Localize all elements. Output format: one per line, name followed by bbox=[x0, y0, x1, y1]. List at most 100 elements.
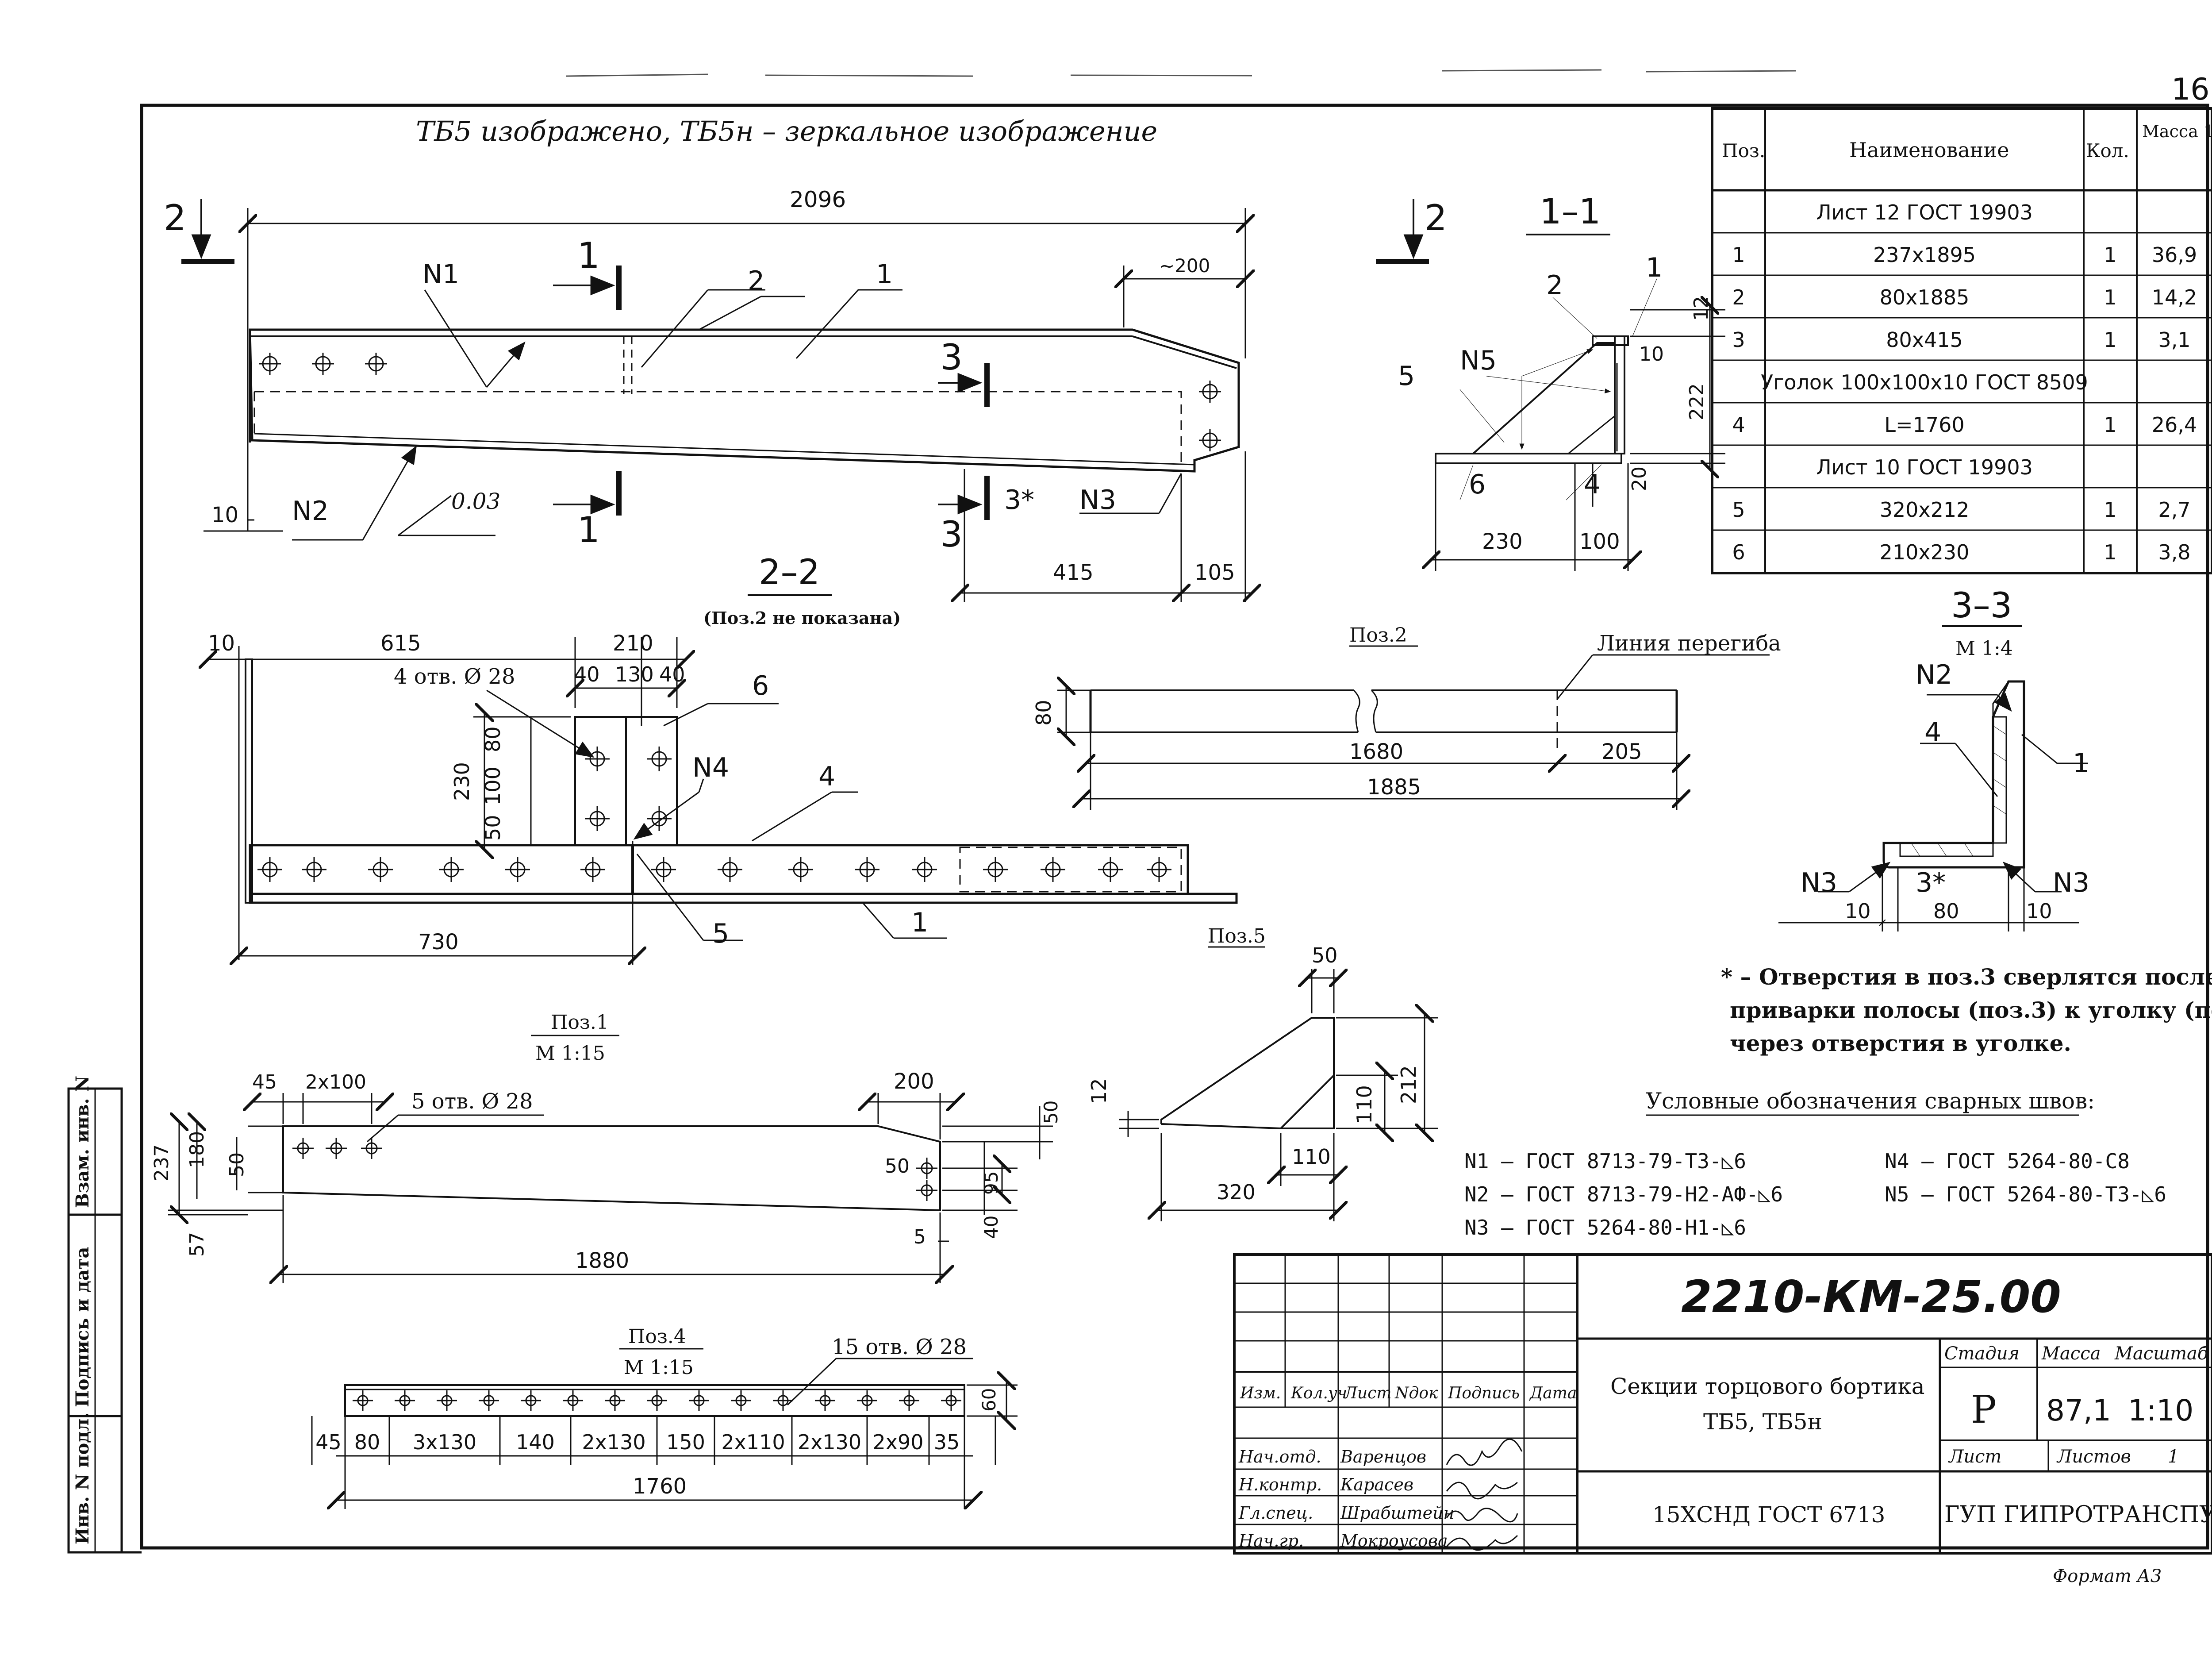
weld-n3-label: N3 bbox=[1079, 485, 1116, 516]
notes: * – Отверстия в поз.3 сверлятся после пр… bbox=[1721, 964, 2212, 1056]
angle-hole bbox=[815, 1390, 835, 1411]
dim-200: ~200 bbox=[1159, 255, 1210, 277]
cut1-label-top: 1 bbox=[577, 235, 600, 276]
spec-cell-qty: 1 bbox=[2104, 328, 2116, 352]
pos1-d50b: 50 bbox=[885, 1155, 910, 1178]
s22-d615: 615 bbox=[380, 631, 421, 656]
tb-col-header: Изм. bbox=[1240, 1384, 1281, 1402]
s33-n2: N2 bbox=[1916, 659, 1952, 690]
angle-hole bbox=[647, 1390, 667, 1411]
tb-col-header: Подпись bbox=[1448, 1384, 1520, 1402]
s33-d10b: 10 bbox=[2026, 899, 2052, 923]
weld-n4: N4 – ГОСТ 5264-80-С8 bbox=[1885, 1149, 2130, 1173]
pos4-holes bbox=[353, 1390, 961, 1411]
sec11-n5: N5 bbox=[1460, 345, 1497, 376]
angle-hole bbox=[718, 857, 742, 882]
s22-pos1: 1 bbox=[911, 907, 928, 938]
spec-h-name: Наименование bbox=[1849, 138, 2009, 162]
pos1-d5: 5 bbox=[914, 1226, 926, 1248]
s33-n3a: N3 bbox=[1801, 867, 1837, 898]
tb-role: Н.контр. bbox=[1238, 1475, 1322, 1494]
angle-hole bbox=[651, 857, 676, 882]
tb-role: Нач.отд. bbox=[1238, 1447, 1321, 1466]
pos5-title: Поз.5 bbox=[1208, 925, 1266, 947]
s22-pos6: 6 bbox=[752, 670, 769, 701]
angle-hole bbox=[479, 1390, 499, 1411]
section-11-title: 1–1 bbox=[1540, 192, 1601, 232]
s22-n4: N4 bbox=[692, 752, 729, 783]
pos2-d1885: 1885 bbox=[1367, 775, 1421, 800]
chain-dim: 45 bbox=[315, 1430, 342, 1454]
angle-hole bbox=[439, 857, 464, 882]
angle-hole bbox=[580, 857, 605, 882]
spec-cell-mass: 3,1 bbox=[2158, 328, 2190, 352]
s33-title: 3–3 bbox=[1951, 586, 2012, 626]
tb-h-scale: Масштаб bbox=[2114, 1343, 2208, 1364]
tb-person: Варенцов bbox=[1340, 1447, 1426, 1466]
gusset-hole bbox=[585, 806, 610, 831]
cut3-label-bottom: 3 bbox=[940, 514, 963, 555]
s33-pos4: 4 bbox=[1924, 717, 1941, 748]
spec-h-qty: Кол. bbox=[2086, 140, 2129, 162]
pos5-d110h: 110 bbox=[1292, 1145, 1331, 1169]
spec-cell-qty: 1 bbox=[2104, 243, 2116, 267]
pos1-scale: М 1:15 bbox=[535, 1042, 605, 1065]
tb-col-header: Дата bbox=[1529, 1384, 1577, 1402]
tb-stage: Р bbox=[1971, 1388, 1997, 1432]
spec-cell-pos: 4 bbox=[1732, 413, 1745, 437]
weld-n3: N3 – ГОСТ 5264-80-Н1-◺6 bbox=[1464, 1216, 1746, 1239]
s22-d10: 10 bbox=[208, 631, 235, 656]
weld-n1: N1 – ГОСТ 8713-79-Т3-◺6 bbox=[1464, 1149, 1746, 1173]
spec-row: Лист 12 ГОСТ 19903 bbox=[1712, 200, 2212, 234]
sheet-frame bbox=[67, 104, 2209, 1554]
angle-hole bbox=[855, 857, 879, 882]
angle-hole bbox=[857, 1390, 877, 1411]
pos2-bend-label: Линия перегиба bbox=[1597, 631, 1781, 656]
angle-hole bbox=[788, 857, 813, 882]
cut1-label-bottom: 1 bbox=[577, 509, 600, 550]
plate-hole bbox=[292, 1138, 314, 1159]
spec-cell-pos: 5 bbox=[1732, 498, 1745, 522]
pos1-d237: 237 bbox=[150, 1144, 173, 1182]
pos2-d1680: 1680 bbox=[1349, 739, 1403, 764]
plate-hole bbox=[916, 1180, 937, 1201]
angle-hole bbox=[1147, 857, 1171, 882]
sec11-d20: 20 bbox=[1628, 466, 1651, 491]
chain-dim: 3x130 bbox=[413, 1430, 476, 1454]
pos5-d320: 320 bbox=[1217, 1180, 1256, 1204]
angle-hole bbox=[1098, 857, 1123, 882]
pos5-view: Поз.5 50 12 110 212 110 320 bbox=[1087, 925, 1438, 1221]
spec-cell-mass: 2,7 bbox=[2158, 498, 2190, 522]
pos3-star-label: 3* bbox=[1004, 485, 1034, 516]
sec11-pos5: 5 bbox=[1398, 361, 1415, 392]
angle-hole bbox=[731, 1390, 751, 1411]
spec-cell-name: Лист 10 ГОСТ 19903 bbox=[1816, 455, 2033, 479]
spec-h-mass-text: Масса 1 дет. кг bbox=[2142, 122, 2212, 141]
side-stamp-replace: Взам. инв. N bbox=[72, 1076, 93, 1208]
spec-cell-qty: 1 bbox=[2104, 540, 2116, 564]
angle-hole bbox=[521, 1390, 541, 1411]
tb-org: ГУП ГИПРОТРАНСПУТЬ bbox=[1944, 1501, 2212, 1528]
spec-cell-name: 237х1895 bbox=[1873, 243, 1976, 267]
angle-hole bbox=[1041, 857, 1065, 882]
pos5-d212: 212 bbox=[1397, 1065, 1421, 1104]
tb-person: Мокроусова bbox=[1340, 1531, 1448, 1551]
spec-cell-name: 80х415 bbox=[1886, 328, 1963, 352]
pos1-d95: 95 bbox=[980, 1171, 1002, 1195]
spec-row: Лист 10 ГОСТ 19903 bbox=[1712, 455, 2212, 489]
spec-cell-qty: 1 bbox=[2104, 498, 2116, 522]
pos1-d180: 180 bbox=[186, 1131, 208, 1168]
tb-h-stage: Стадия bbox=[1944, 1343, 2020, 1364]
chain-dim: 2x110 bbox=[721, 1430, 785, 1454]
note-line-1: * – Отверстия в поз.3 сверлятся после bbox=[1721, 964, 2212, 990]
sec11-pos2: 2 bbox=[1546, 270, 1563, 301]
tb-sheets-val: 1 bbox=[2168, 1447, 2179, 1467]
angle-hole bbox=[605, 1390, 625, 1411]
cut2-label-left: 2 bbox=[164, 197, 186, 239]
tb-code: 2210-КМ-25.00 bbox=[1681, 1271, 2061, 1323]
